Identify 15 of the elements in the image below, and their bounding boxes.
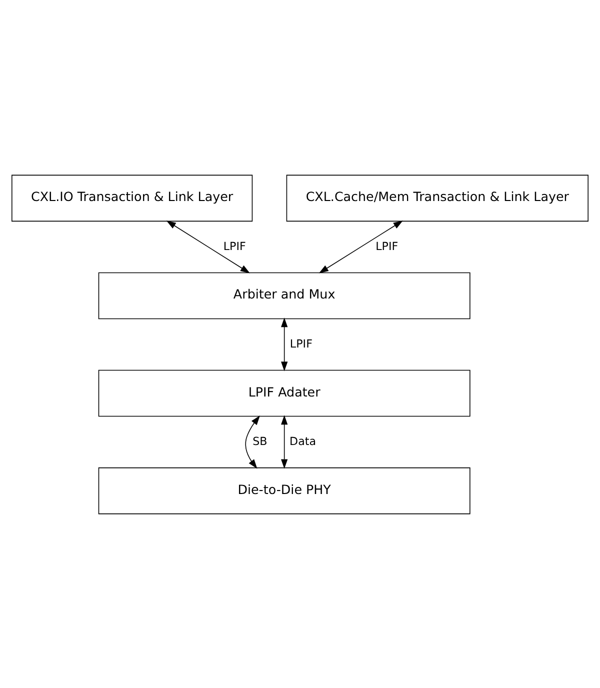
arrow xyxy=(281,414,288,468)
arrow xyxy=(318,220,403,273)
edge-label: LPIF xyxy=(223,239,246,252)
arrow xyxy=(281,317,288,371)
arrow xyxy=(245,415,260,468)
edge-label: Data xyxy=(290,434,316,448)
node-box: Arbiter and Mux xyxy=(98,272,470,319)
edge-label: SB xyxy=(252,434,268,448)
edge-label: LPIF xyxy=(376,239,398,252)
node-box: Die-to-Die PHY xyxy=(98,466,470,514)
arrow xyxy=(166,220,250,273)
node-box: LPIF Adater xyxy=(98,369,470,416)
node-box: CXL.Cache/Mem Transaction & Link Layer xyxy=(286,174,588,222)
edge-label: LPIF xyxy=(290,336,312,350)
node-box: CXL.IO Transaction & Link Layer xyxy=(12,174,253,222)
